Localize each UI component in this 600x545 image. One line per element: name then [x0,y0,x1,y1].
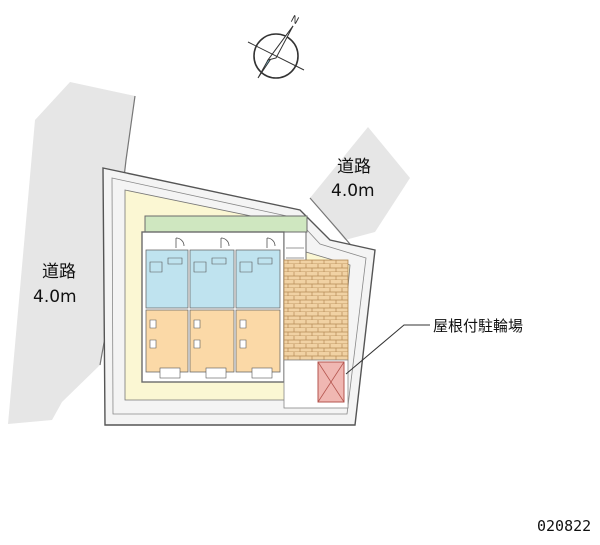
road-right [309,127,410,251]
road-right-width: 4.0m [331,181,375,201]
brick-paving [283,259,349,361]
unit-1 [145,249,189,379]
compass-north-letter: N [289,14,301,27]
road-left-name: 道路 [42,262,76,282]
road-left-width: 4.0m [33,287,77,307]
door-markers [175,237,276,248]
compass-north-icon: N [247,14,305,79]
unit-3 [235,249,281,379]
unit-2 [189,249,235,379]
callout-label: 屋根付駐輪場 [433,317,523,335]
apartment-building [141,215,308,383]
plan-code: 020822 [537,517,591,535]
callout-leader-line [345,324,430,375]
road-right-name: 道路 [337,157,371,177]
